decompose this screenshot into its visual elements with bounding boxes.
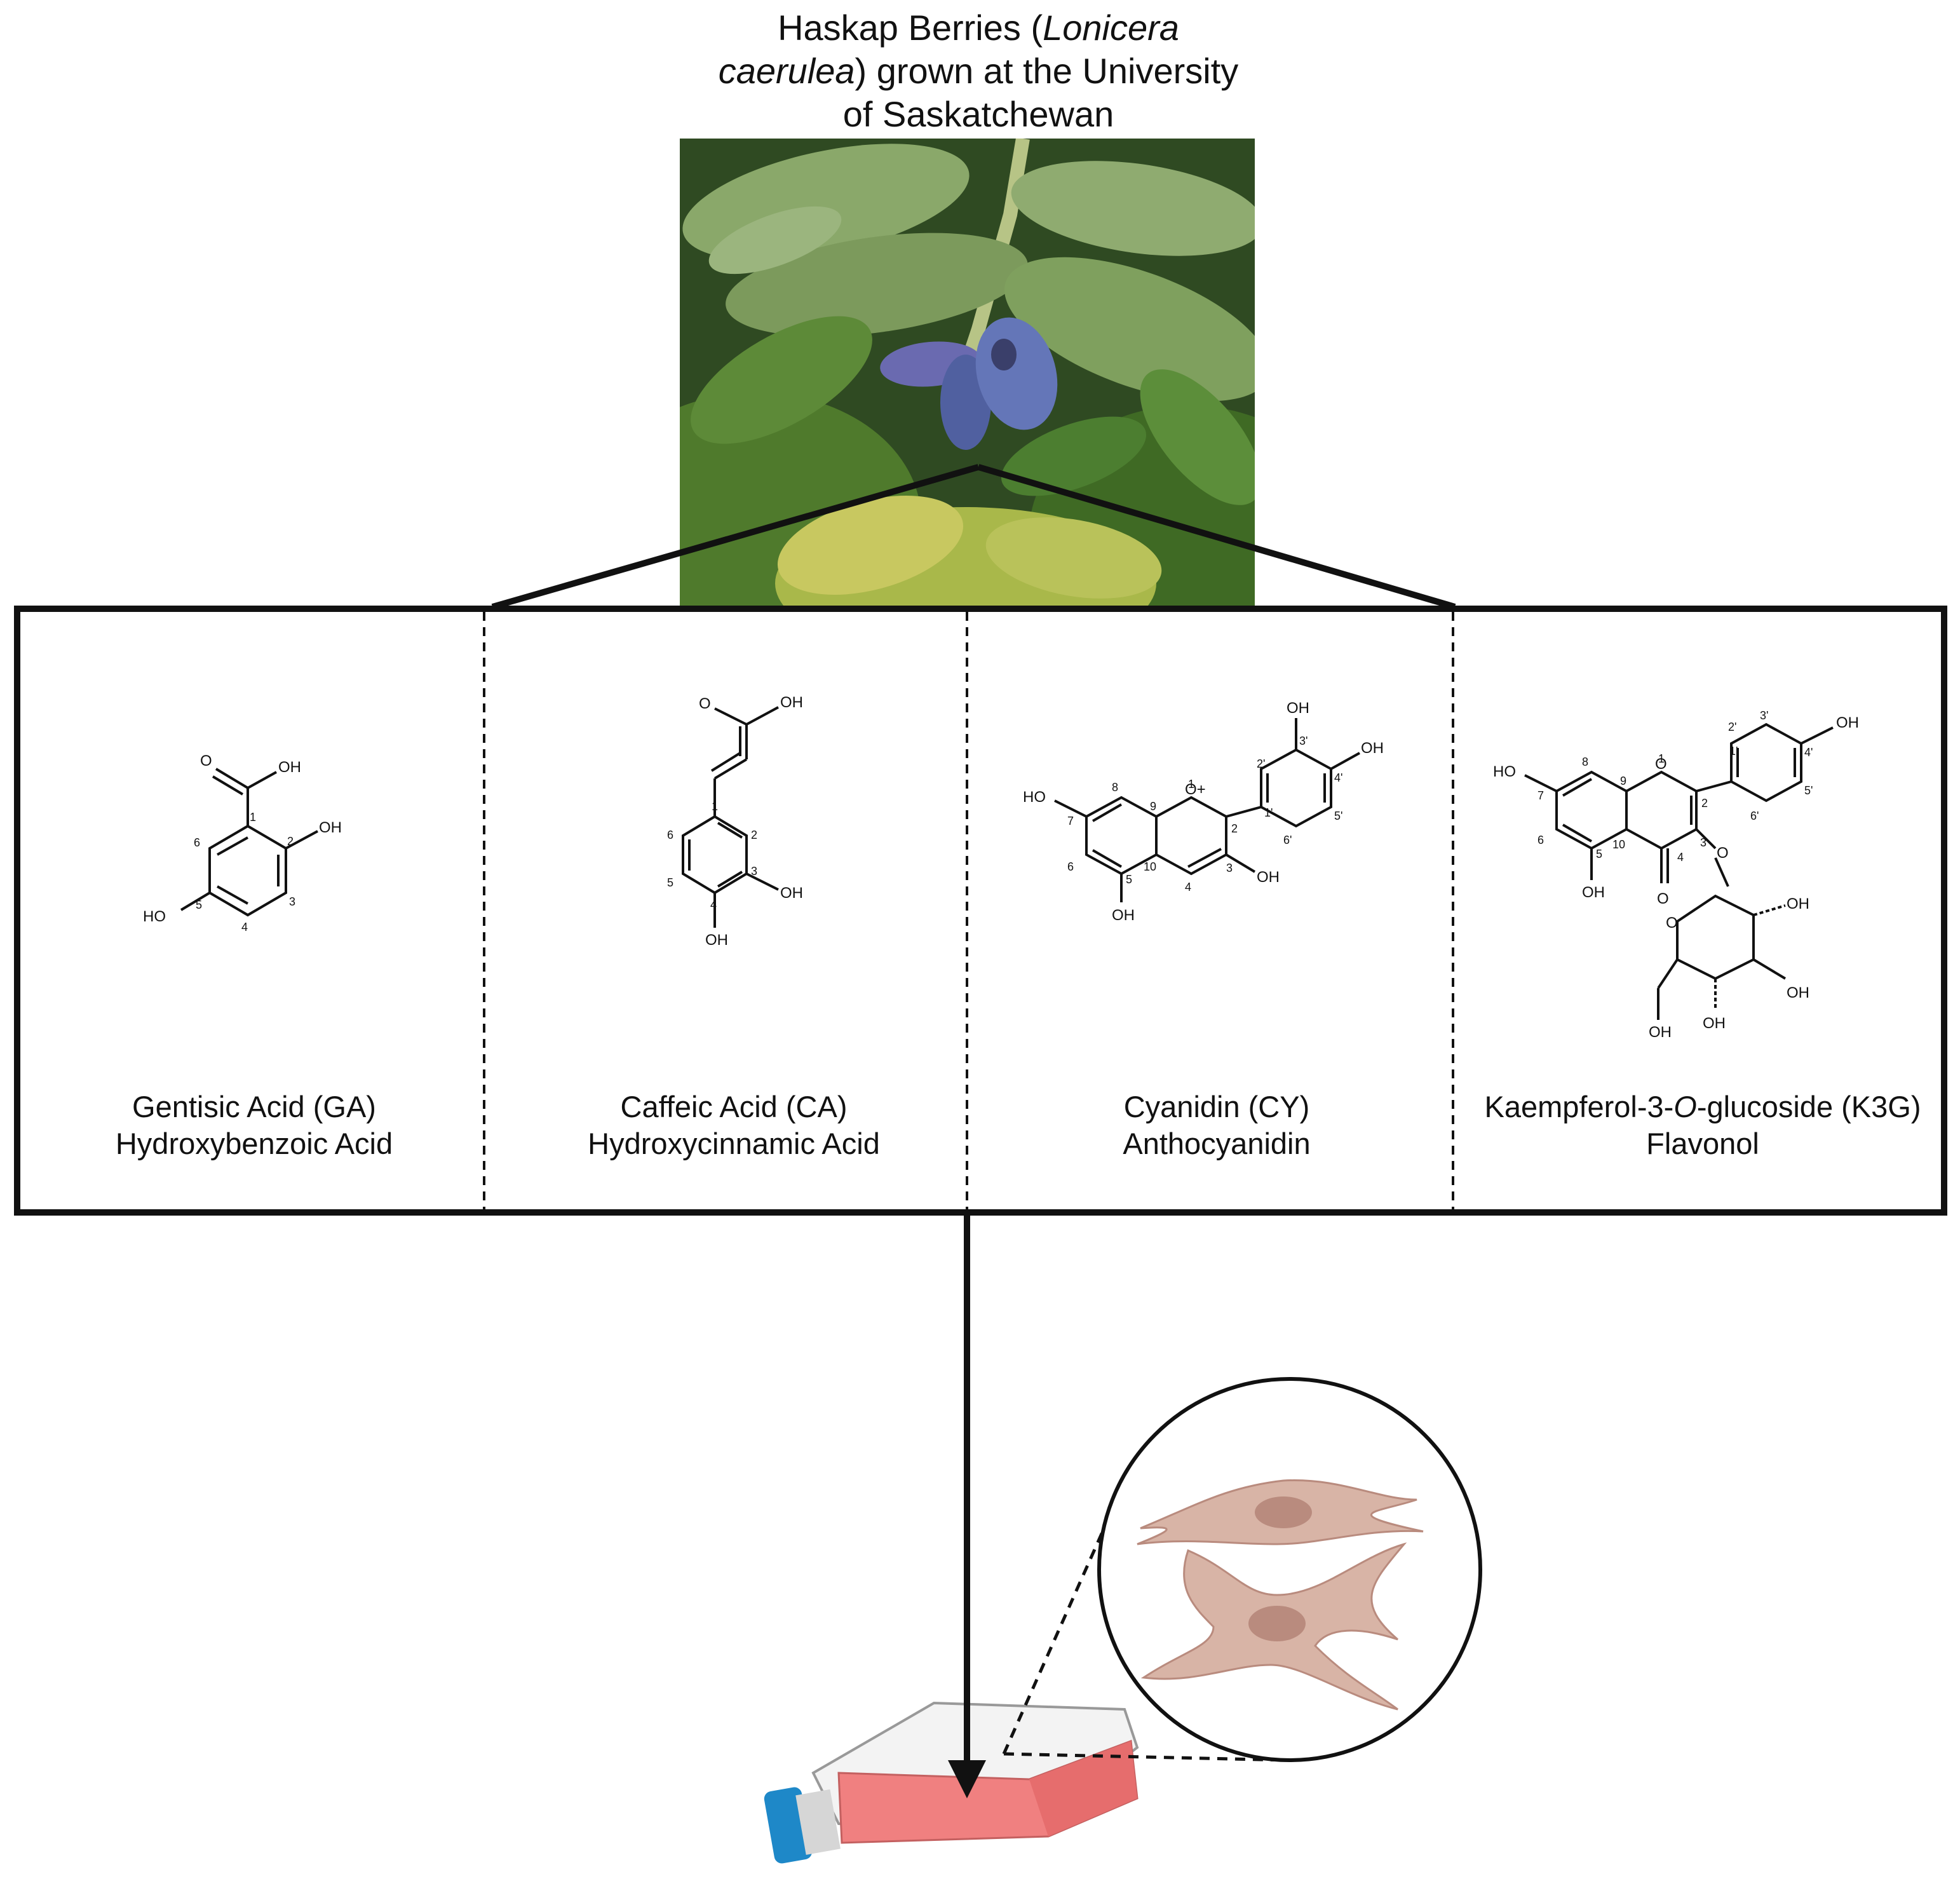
svg-text:9: 9	[1620, 775, 1626, 787]
svg-text:OH: OH	[278, 759, 301, 776]
svg-text:4: 4	[241, 921, 248, 933]
cell-magnification-circle	[1097, 1377, 1482, 1762]
svg-text:1': 1'	[1264, 806, 1273, 819]
svg-text:2: 2	[1231, 822, 1238, 835]
gentisic-acid-structure: O OH OH HO 1 2 3 4 5 6	[143, 752, 342, 933]
svg-text:O: O	[699, 695, 711, 712]
svg-text:O+: O+	[1185, 781, 1206, 798]
svg-text:6': 6'	[1283, 834, 1292, 846]
svg-text:HO: HO	[1493, 763, 1516, 780]
svg-text:2: 2	[287, 835, 294, 848]
svg-text:2: 2	[1701, 797, 1708, 810]
svg-text:6: 6	[1067, 860, 1074, 873]
svg-text:1: 1	[712, 800, 718, 813]
svg-text:1: 1	[1188, 778, 1194, 790]
svg-text:1: 1	[1658, 752, 1665, 765]
svg-text:O: O	[1655, 756, 1667, 773]
svg-text:3: 3	[1700, 836, 1707, 849]
kaempferol-3-o-glucoside-structure: O OH HO O O OH O OH OH OH OH 1 2 3 4 5 6…	[1493, 709, 1859, 1041]
svg-text:OH: OH	[1257, 869, 1280, 886]
caffeic-acid-structure: O OH OH OH 1 2 3 4 5 6	[667, 694, 803, 949]
svg-text:OH: OH	[1582, 884, 1605, 901]
svg-text:O: O	[1657, 890, 1669, 907]
compound-name: Cyanidin (CY)	[1123, 1090, 1310, 1123]
svg-text:3': 3'	[1299, 735, 1308, 747]
svg-text:8: 8	[1112, 781, 1118, 794]
caption-cyanidin: Cyanidin (CY) Anthocyanidin	[972, 1089, 1461, 1162]
svg-text:5: 5	[196, 899, 202, 911]
compound-panel-box	[14, 606, 1947, 1216]
svg-text:3: 3	[289, 895, 295, 908]
caption-gentisic-acid: Gentisic Acid (GA) Hydroxybenzoic Acid	[13, 1089, 496, 1162]
svg-text:O: O	[1717, 845, 1729, 862]
svg-text:OH: OH	[1836, 714, 1859, 731]
compound-name: Gentisic Acid (GA)	[132, 1090, 376, 1123]
svg-text:2: 2	[751, 829, 757, 841]
haskap-berry-photo	[680, 139, 1255, 606]
svg-text:3': 3'	[1760, 709, 1768, 722]
compound-class: Anthocyanidin	[1123, 1127, 1311, 1160]
caption-kaempferol-glucoside: Kaempferol-3-O-glucoside (K3G) Flavonol	[1455, 1089, 1950, 1162]
svg-text:7: 7	[1538, 789, 1544, 802]
svg-text:5: 5	[1126, 873, 1132, 886]
svg-text:OH: OH	[1787, 984, 1809, 1001]
svg-text:4': 4'	[1804, 746, 1813, 759]
svg-text:1': 1'	[1729, 745, 1738, 757]
svg-text:4: 4	[710, 899, 717, 911]
svg-text:OH: OH	[1649, 1024, 1672, 1041]
svg-text:2': 2'	[1257, 757, 1265, 770]
svg-text:5: 5	[1596, 848, 1602, 860]
svg-text:OH: OH	[705, 932, 728, 949]
cyanidin-structure: O+ OH OH HO OH OH 1 2 3 4 5 6 7 8 9 10 1…	[1023, 700, 1384, 924]
svg-text:6: 6	[1538, 834, 1544, 846]
compound-class: Hydroxycinnamic Acid	[588, 1127, 880, 1160]
svg-text:5: 5	[667, 876, 673, 889]
svg-text:3: 3	[751, 865, 757, 878]
svg-text:OH: OH	[1787, 895, 1809, 913]
svg-text:4: 4	[1185, 881, 1191, 893]
svg-text:5': 5'	[1334, 810, 1342, 822]
svg-text:OH: OH	[1361, 740, 1384, 757]
svg-text:HO: HO	[1023, 789, 1046, 806]
svg-text:OH: OH	[319, 819, 342, 836]
svg-text:OH: OH	[1112, 907, 1135, 924]
svg-text:OH: OH	[780, 694, 803, 711]
svg-text:7: 7	[1067, 815, 1074, 827]
compound-class: Hydroxybenzoic Acid	[115, 1127, 393, 1160]
svg-text:6: 6	[667, 829, 673, 841]
svg-text:3: 3	[1226, 862, 1233, 874]
svg-text:6': 6'	[1750, 810, 1759, 822]
svg-text:HO: HO	[143, 908, 166, 925]
svg-text:2': 2'	[1728, 721, 1736, 733]
svg-text:O: O	[1666, 914, 1678, 932]
svg-text:5': 5'	[1804, 784, 1813, 797]
compound-name: Kaempferol-3-O-glucoside (K3G)	[1484, 1090, 1921, 1123]
zoom-line-left	[491, 464, 980, 610]
figure-title: Haskap Berries (Lonicera caerulea) grown…	[718, 8, 1239, 134]
svg-text:1: 1	[250, 811, 256, 824]
svg-text:OH: OH	[1703, 1015, 1726, 1032]
compound-name: Caffeic Acid (CA)	[620, 1090, 848, 1123]
caption-caffeic-acid: Caffeic Acid (CA) Hydroxycinnamic Acid	[489, 1089, 978, 1162]
svg-text:OH: OH	[1287, 700, 1309, 717]
svg-text:9: 9	[1150, 800, 1156, 813]
compound-class: Flavonol	[1646, 1127, 1759, 1160]
culture-flask	[764, 1701, 1139, 1864]
svg-text:6: 6	[194, 836, 200, 849]
svg-text:8: 8	[1582, 756, 1588, 768]
svg-text:OH: OH	[780, 885, 803, 902]
svg-text:4: 4	[1677, 851, 1684, 864]
zoom-line-right	[977, 464, 1456, 610]
svg-text:4': 4'	[1334, 771, 1342, 784]
svg-text:10: 10	[1612, 838, 1625, 851]
svg-text:10: 10	[1144, 860, 1156, 873]
svg-text:O: O	[200, 752, 212, 770]
